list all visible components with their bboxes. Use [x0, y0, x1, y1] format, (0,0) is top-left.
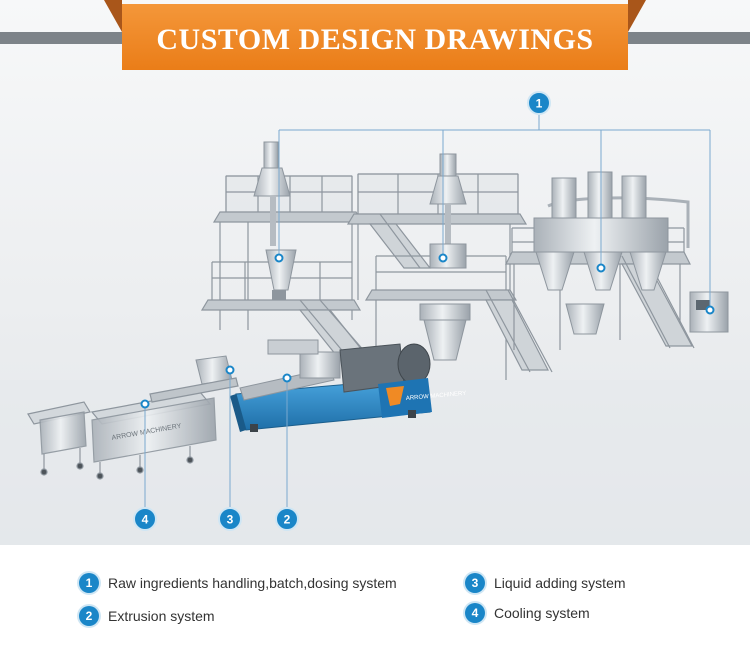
legend-label-4: Cooling system — [494, 605, 590, 621]
legend: 1 Raw ingredients handling,batch,dosing … — [0, 545, 750, 648]
legend-badge-1: 1 — [79, 573, 99, 593]
title-banner: CUSTOM DESIGN DRAWINGS — [104, 0, 646, 70]
extruder-brand-label: ARROW MACHINERY — [406, 391, 467, 402]
legend-badge-3: 3 — [465, 573, 485, 593]
hopper-middle — [419, 153, 471, 361]
legend-badge-2: 2 — [79, 606, 99, 626]
legend-badge-4: 4 — [465, 603, 485, 623]
hopper-left — [253, 141, 297, 300]
callout-4-number: 4 — [142, 513, 149, 527]
callout-3-number: 3 — [227, 513, 234, 527]
callout-2: 2 — [275, 507, 299, 531]
callout-3: 3 — [218, 507, 242, 531]
callout-4: 4 — [133, 507, 157, 531]
legend-item-4: 4 Cooling system — [465, 603, 590, 623]
production-line-drawing: CUSTOM DESIGN DRAWINGS — [0, 0, 750, 545]
legend-label-2: Extrusion system — [108, 608, 215, 624]
legend-item-1: 1 Raw ingredients handling,batch,dosing … — [79, 573, 397, 593]
callout-1: 1 — [527, 91, 551, 115]
legend-label-3: Liquid adding system — [494, 575, 626, 591]
legend-label-1: Raw ingredients handling,batch,dosing sy… — [108, 575, 397, 591]
legend-item-3: 3 Liquid adding system — [465, 573, 626, 593]
banner-title: CUSTOM DESIGN DRAWINGS — [156, 23, 593, 56]
cooling-conveyor: ARROW MACHINERY — [27, 377, 239, 480]
callout-anchor-dots — [140, 253, 715, 409]
extruder-machine: ARROW MACHINERY — [195, 339, 467, 432]
callout-leaders — [144, 114, 711, 508]
callout-1-number: 1 — [536, 97, 543, 111]
legend-item-2: 2 Extrusion system — [79, 606, 215, 626]
callout-2-number: 2 — [284, 513, 291, 527]
